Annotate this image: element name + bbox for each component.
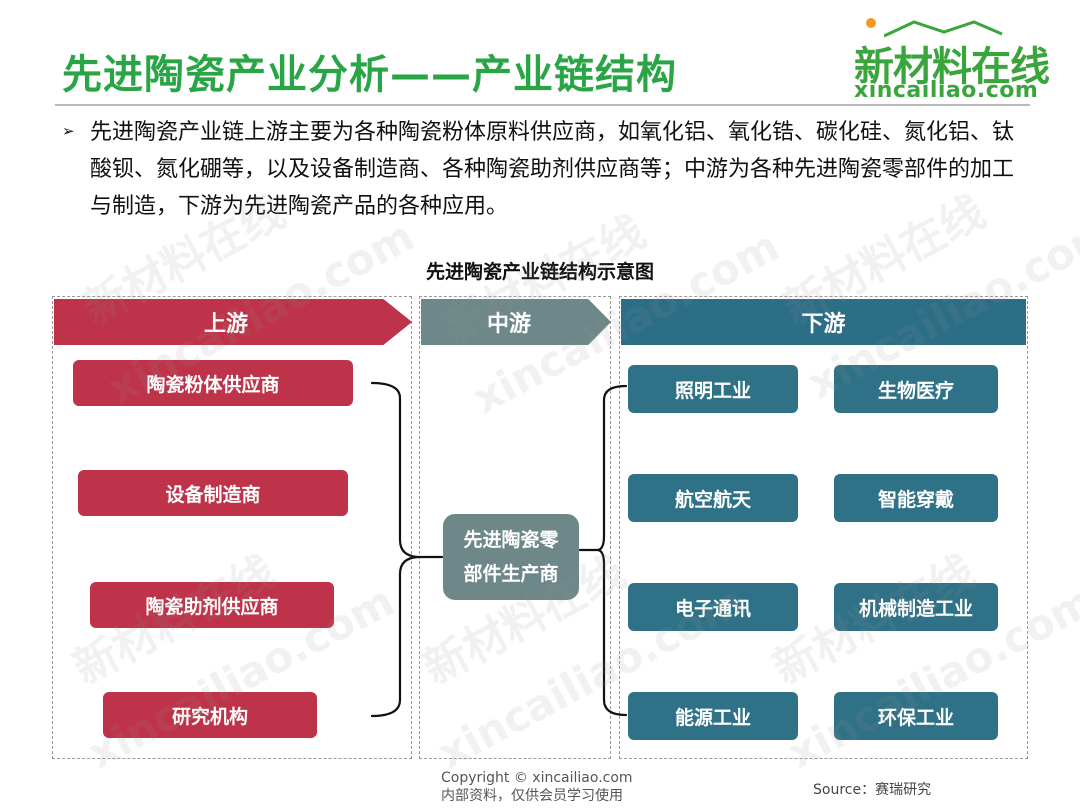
downstream-item: 机械制造工业 bbox=[834, 583, 998, 631]
copyright-notice: Copyright © xincailiao.com 内部资料，仅供会员学习使用 bbox=[441, 769, 633, 805]
downstream-item: 环保工业 bbox=[834, 692, 998, 740]
upstream-item: 陶瓷助剂供应商 bbox=[90, 582, 334, 628]
upstream-item: 陶瓷粉体供应商 bbox=[73, 360, 353, 406]
diagram-title: 先进陶瓷产业链结构示意图 bbox=[425, 261, 654, 283]
logo-text-en: xincailiao.com bbox=[854, 78, 1039, 103]
upstream-item: 研究机构 bbox=[103, 692, 317, 738]
source-note: Source：赛瑞研究 bbox=[813, 782, 932, 798]
midstream-item: 先进陶瓷零 部件生产商 bbox=[443, 514, 579, 600]
intro-paragraph: 先进陶瓷产业链上游主要为各种陶瓷粉体原料供应商，如氧化铝、氧化锆、碳化硅、氮化铝… bbox=[90, 120, 1015, 219]
xincailiao-logo[interactable]: 新材料在线 xincailiao.com bbox=[848, 18, 1050, 103]
downstream-panel bbox=[619, 296, 1028, 759]
midstream-item-line2: 部件生产商 bbox=[463, 563, 559, 585]
downstream-item: 生物医疗 bbox=[834, 365, 998, 413]
downstream-item: 能源工业 bbox=[628, 692, 798, 740]
page-title: 先进陶瓷产业分析——产业链结构 bbox=[62, 52, 677, 98]
midstream-header: 中游 bbox=[421, 299, 611, 345]
downstream-item: 电子通讯 bbox=[628, 583, 798, 631]
copyright-line: 内部资料，仅供会员学习使用 bbox=[441, 788, 623, 804]
downstream-item: 航空航天 bbox=[628, 474, 798, 522]
arrow-bullet-icon: ➢ bbox=[62, 122, 75, 140]
upstream-header: 上游 bbox=[54, 299, 412, 345]
upstream-panel bbox=[52, 296, 412, 759]
title-divider bbox=[55, 104, 1030, 106]
copyright-line: Copyright © xincailiao.com bbox=[441, 770, 633, 786]
downstream-item: 智能穿戴 bbox=[834, 474, 998, 522]
logo-text-cn: 新材料在线 bbox=[854, 44, 1050, 90]
downstream-header: 下游 bbox=[621, 299, 1026, 345]
downstream-item: 照明工业 bbox=[628, 365, 798, 413]
logo-dot-icon bbox=[866, 18, 876, 28]
upstream-item: 设备制造商 bbox=[78, 470, 348, 516]
midstream-item-line1: 先进陶瓷零 bbox=[463, 529, 559, 551]
midstream-panel bbox=[419, 296, 611, 759]
logo-roof-icon bbox=[884, 20, 1003, 38]
